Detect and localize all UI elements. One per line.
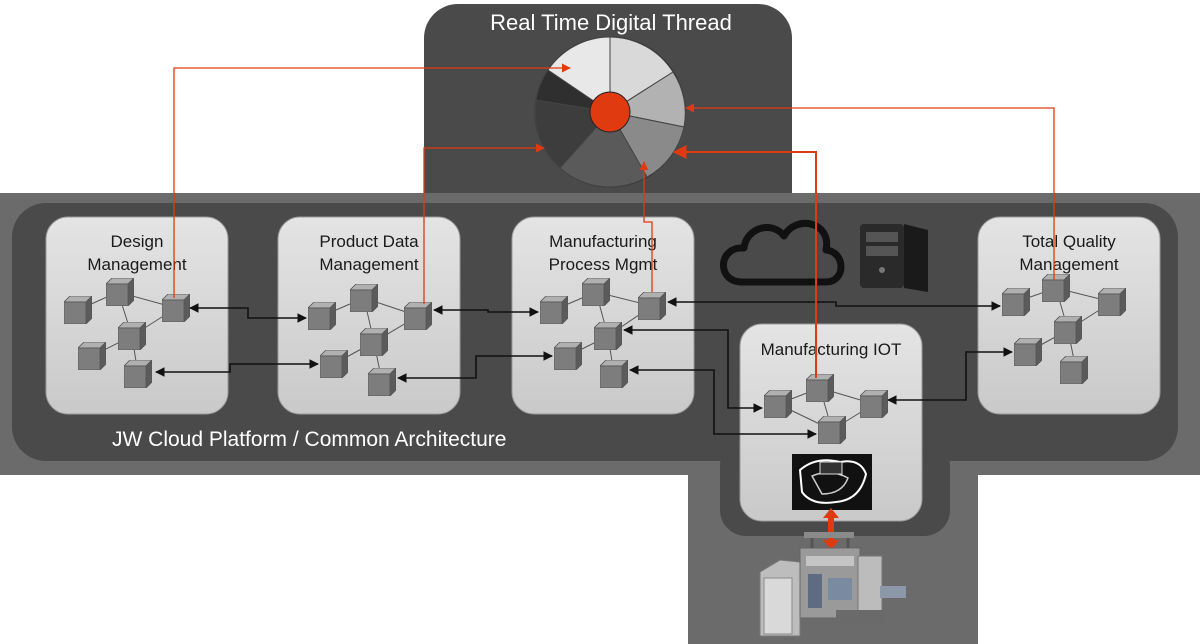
design-label-line1: Design bbox=[111, 232, 164, 251]
cloud-icon bbox=[720, 219, 845, 286]
camera-feed-image bbox=[792, 454, 872, 510]
digital-thread-wheel-icon bbox=[534, 36, 686, 188]
mpm-label-line2: Process Mgmt bbox=[549, 255, 658, 274]
design-label-line2: Management bbox=[87, 255, 187, 274]
iot-thread-feed bbox=[672, 145, 817, 378]
tqm-label-line2: Management bbox=[1019, 255, 1119, 274]
digital-thread-feeds bbox=[173, 63, 1055, 304]
mpm-label-line1: Manufacturing bbox=[549, 232, 657, 251]
machine-image bbox=[759, 532, 906, 637]
pdm-label-line2: Management bbox=[319, 255, 419, 274]
server-icon bbox=[860, 224, 928, 292]
tqm-label-line1: Total Quality bbox=[1022, 232, 1116, 251]
machine-link-arrow bbox=[823, 508, 839, 550]
platform-label: JW Cloud Platform / Common Architecture bbox=[112, 428, 506, 451]
iot-label: Manufacturing IOT bbox=[761, 340, 902, 359]
integration-arrows bbox=[155, 297, 1013, 439]
diagram-title: Real Time Digital Thread bbox=[490, 10, 732, 35]
pdm-label-line1: Product Data bbox=[319, 232, 419, 251]
